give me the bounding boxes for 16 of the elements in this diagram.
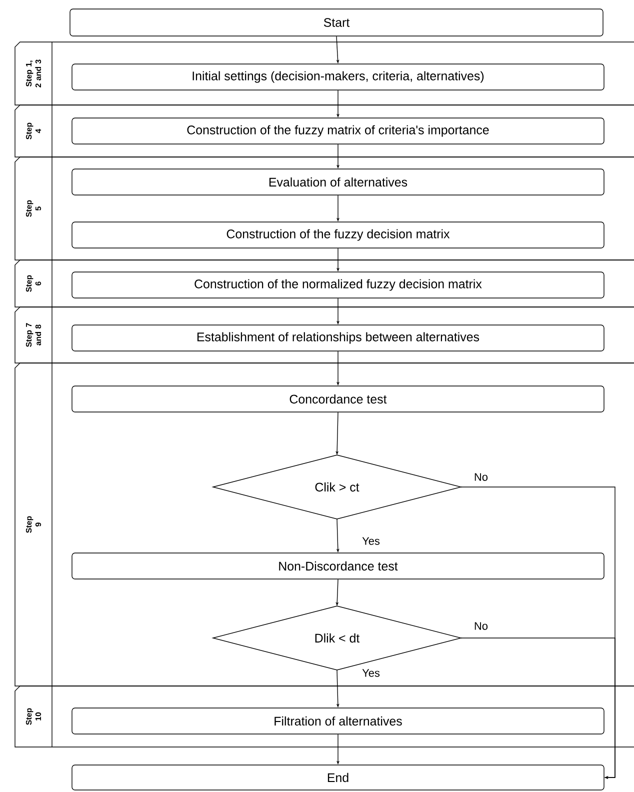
process-box: Initial settings (decision-makers, criteria, alternatives) [72,64,604,90]
process-box: Evaluation of alternatives [72,168,604,196]
process-box: Construction of the normalized fuzzy decision matrix [72,272,604,298]
arrow [460,638,616,780]
edge-label: No [473,472,489,482]
process-box: Concordance test [72,386,604,412]
edge-label: No [473,621,489,631]
edge-label: Yes [361,536,381,546]
process-box: End [72,764,604,790]
process-box: Non-Discordance test [72,552,604,580]
process-box: Construction of the fuzzy decision matrix [72,222,604,248]
process-box: Establishment of relationships between alternatives [72,324,604,352]
process-box: Construction of the fuzzy matrix of criteria's importance [72,118,604,144]
process-box: Filtration of alternatives [72,708,604,734]
edge-label: Yes [361,668,381,678]
process-box: Start [70,8,604,36]
